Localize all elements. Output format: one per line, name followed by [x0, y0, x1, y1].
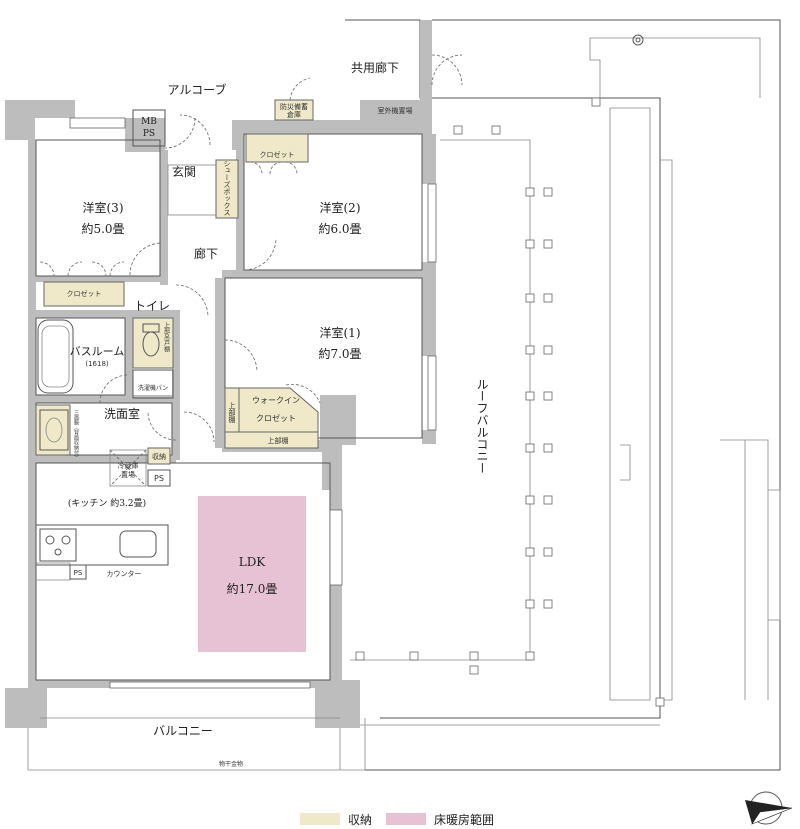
roof-balcony-railing — [350, 97, 665, 707]
room1-name: 洋室(1) — [320, 325, 361, 340]
toilet-fixture — [142, 323, 160, 357]
alcove-label: アルコーブ — [168, 82, 227, 97]
mbps-label-2: PS — [143, 129, 155, 139]
legend-storage-label: 収納 — [348, 812, 373, 827]
outdoor-unit-label: 室外機置場 — [378, 106, 413, 115]
disaster-storage-label-2: 倉庫 — [287, 110, 301, 119]
shoe-box-label: シューズボックス — [223, 160, 231, 216]
entrance-label: 玄関 — [172, 164, 196, 179]
washer-pan — [132, 369, 174, 399]
storage-kitchen-label: 収納 — [152, 452, 166, 461]
compass-icon — [745, 791, 793, 825]
fridge-label-2: 置場 — [121, 470, 135, 479]
hallway-label: 廊下 — [194, 246, 218, 261]
kitchen-counter — [35, 524, 169, 566]
vanity-storage-label: 三面鏡（背面収納付） — [73, 410, 79, 460]
upper-cabinet-label: 上部吊戸棚 — [163, 321, 170, 353]
bathroom-label: バスルーム — [70, 345, 125, 358]
fridge-label-1: 冷蔵庫 — [118, 461, 139, 470]
doors — [39, 54, 463, 443]
walkin-label-1: ウォークイン — [252, 396, 300, 405]
bath-size-label: (1618) — [85, 360, 109, 368]
windows — [69, 117, 437, 689]
closet-room2-label: クロゼット — [260, 150, 295, 159]
drying-hardware-label: 物干金物 — [219, 760, 243, 768]
legend-floor-heating-swatch — [386, 813, 427, 825]
ps-label-2: PS — [74, 569, 83, 577]
balcony-label: バルコニー — [153, 724, 213, 738]
ldk-name: LDK — [239, 555, 267, 569]
washbasin — [39, 409, 69, 451]
legend: 収納 床暖房範囲 — [300, 810, 494, 828]
upper-shelf-side-label: 上部棚 — [228, 401, 236, 424]
drain-icon — [632, 34, 644, 46]
fridge-space — [109, 449, 147, 487]
room1-size: 約7.0畳 — [318, 346, 361, 361]
walkin-label-2: クロゼット — [256, 413, 296, 423]
interior-lines — [27, 133, 423, 771]
kitchen-label: (キッチン 約3.2畳) — [68, 497, 146, 509]
disaster-storage-label-1: 防災備蓄 — [280, 102, 308, 111]
washroom-label: 洗面室 — [104, 406, 140, 421]
mbps-label-1: MB — [141, 117, 157, 127]
room3-name: 洋室(3) — [83, 200, 124, 215]
common-corridor-label: 共用廊下 — [351, 60, 399, 75]
upper-shelf-bottom-label: 上部棚 — [268, 436, 289, 445]
legend-floor-heating-label: 床暖房範囲 — [434, 812, 495, 827]
floor-heating-zone — [198, 496, 306, 652]
roof-balcony-outline — [340, 19, 781, 771]
closet-room3-label: クロゼット — [67, 289, 102, 298]
room2-name: 洋室(2) — [320, 200, 361, 215]
ldk-size: 約17.0畳 — [227, 581, 278, 596]
legend-storage-swatch — [300, 813, 340, 825]
mbps-box — [132, 109, 166, 147]
toilet-label: トイレ — [134, 299, 170, 313]
washer-pan-label: 洗濯機パン — [138, 384, 168, 392]
ps-box-1 — [147, 469, 171, 487]
roof-balcony-label: ルーフバルコニー — [475, 378, 489, 474]
storage-areas — [35, 99, 319, 465]
room2-size: 約6.0畳 — [318, 221, 361, 236]
counter-label: カウンター — [107, 569, 142, 578]
bathtub — [37, 319, 74, 394]
room3-size: 約5.0畳 — [81, 221, 124, 236]
ps-label-1: PS — [154, 474, 164, 483]
